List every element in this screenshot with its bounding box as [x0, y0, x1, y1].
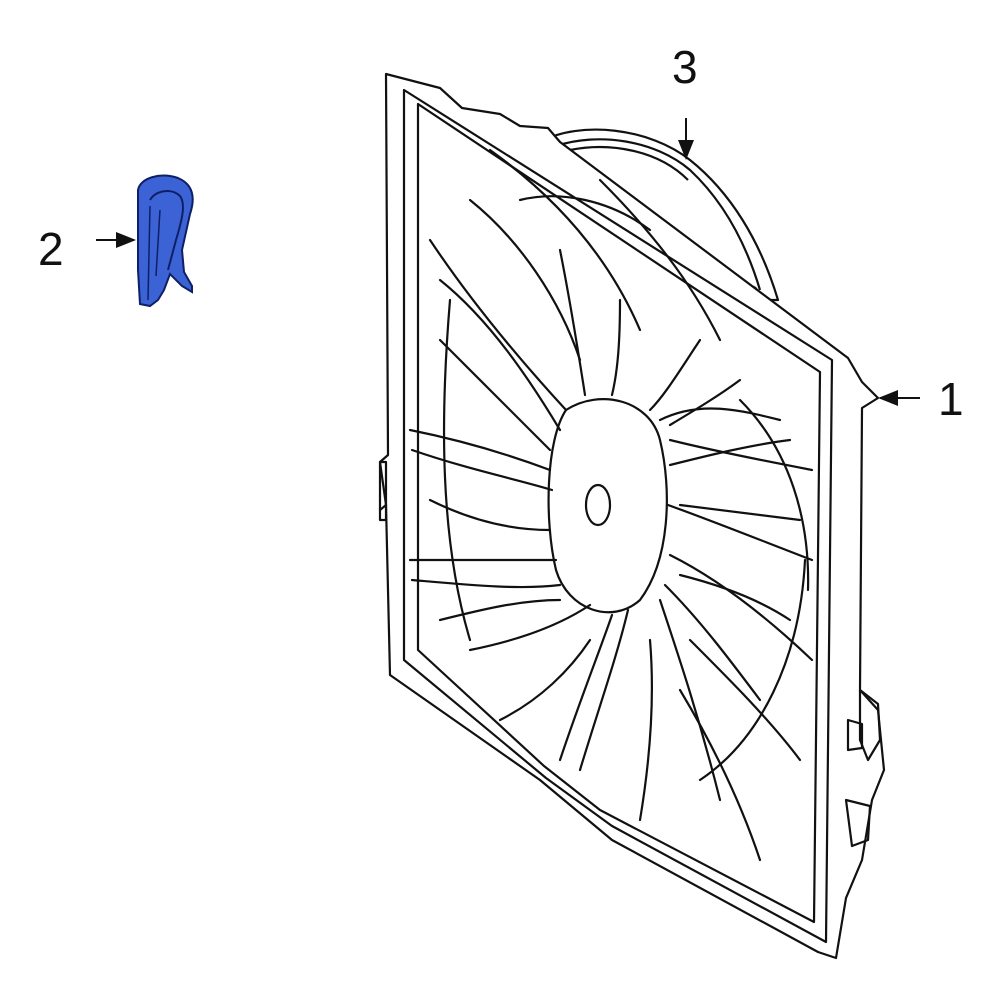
callout-label-1: 1 [938, 373, 964, 425]
callout-label-2: 2 [38, 223, 64, 275]
callout-label-3: 3 [672, 41, 698, 93]
leader-lines [96, 118, 920, 406]
fan-shroud-icon [378, 72, 886, 960]
retaining-clip-icon [137, 174, 194, 308]
